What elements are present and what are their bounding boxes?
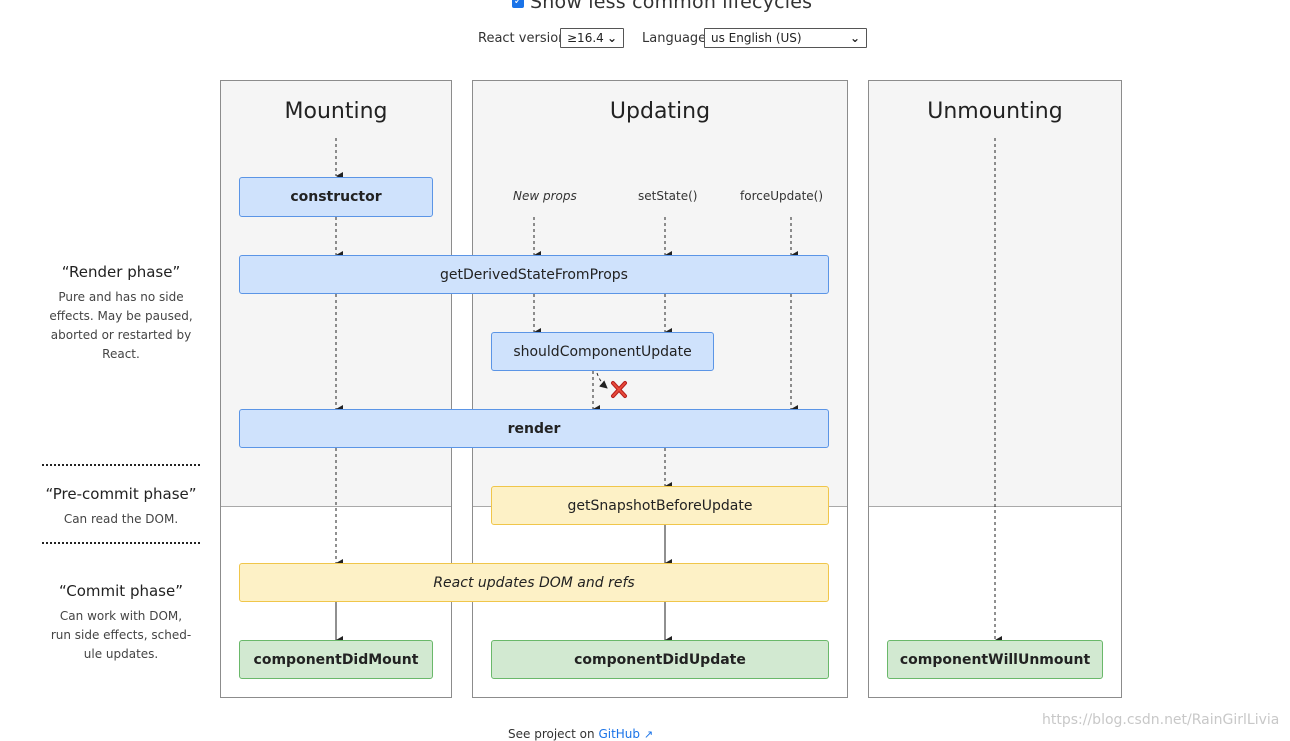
commit-phase-desc-line: ule updates. [83, 647, 159, 661]
footer-prefix: See project on [508, 727, 595, 741]
render-phase-desc-line: effects. May be paused, [49, 309, 193, 323]
commit-phase-desc: Can work with DOM, run side effects, sch… [41, 607, 201, 664]
checkbox-checked-icon[interactable]: ✓ [512, 0, 524, 8]
react-updates-box: React updates DOM and refs [239, 563, 829, 602]
phase-separator [42, 464, 200, 466]
constructor-box[interactable]: constructor [239, 177, 433, 217]
precommit-phase-desc: Can read the DOM. [63, 512, 179, 526]
language-select[interactable]: us English (US) ⌄ [704, 28, 867, 48]
precommit-phase-title: “Pre-commit phase” [45, 485, 197, 503]
trigger-force-update: forceUpdate() [740, 189, 824, 203]
render-phase-desc: Pure and has no side effects. May be pau… [41, 288, 201, 364]
watermark: https://blog.csdn.net/RainGirlLivia [1042, 712, 1280, 728]
cancel-x-icon [611, 381, 627, 398]
updating-title: Updating [609, 99, 711, 124]
component-will-unmount-box[interactable]: componentWillUnmount [887, 640, 1103, 679]
react-version-label: React version [478, 31, 567, 46]
commit-phase-desc-line: run side effects, sched- [50, 628, 192, 642]
language-value: us English (US) [711, 31, 802, 45]
react-version-value: ≥16.4 [567, 31, 604, 45]
external-link-icon[interactable]: ↗ [643, 728, 654, 741]
commit-phase-desc-line: Can work with DOM, [59, 609, 183, 623]
show-less-common-toggle[interactable]: ✓ Show less common lifecycles [512, 0, 812, 13]
mounting-title: Mounting [284, 99, 388, 124]
get-derived-state-box[interactable]: getDerivedStateFromProps [239, 255, 829, 294]
unmounting-panel: Unmounting [868, 80, 1122, 698]
github-link[interactable]: GitHub [598, 727, 641, 741]
chevron-down-icon: ⌄ [606, 31, 617, 45]
component-did-mount-box[interactable]: componentDidMount [239, 640, 433, 679]
chevron-down-icon: ⌄ [849, 31, 860, 45]
toggle-label: Show less common lifecycles [530, 0, 813, 13]
unmounting-title: Unmounting [927, 99, 1063, 124]
language-label: Language [642, 31, 707, 46]
updating-panel: Updating [472, 80, 848, 698]
mounting-panel: Mounting [220, 80, 452, 698]
footer: See project on GitHub ↗ [508, 727, 653, 741]
render-box[interactable]: render [239, 409, 829, 448]
get-snapshot-box[interactable]: getSnapshotBeforeUpdate [491, 486, 829, 525]
render-phase-title: “Render phase” [61, 263, 181, 281]
phase-separator [42, 542, 200, 544]
react-version-select[interactable]: ≥16.4 ⌄ [560, 28, 624, 48]
render-phase-desc-line: React. [102, 347, 140, 361]
render-phase-desc-line: aborted or restarted by [50, 328, 192, 342]
commit-phase-title: “Commit phase” [59, 582, 183, 600]
component-did-update-box[interactable]: componentDidUpdate [491, 640, 829, 679]
trigger-new-props: New props [513, 189, 577, 203]
render-phase-desc-line: Pure and has no side [58, 290, 184, 304]
trigger-set-state: setState() [638, 189, 698, 203]
phase-boundary-line [221, 506, 451, 507]
should-component-update-box[interactable]: shouldComponentUpdate [491, 332, 714, 371]
